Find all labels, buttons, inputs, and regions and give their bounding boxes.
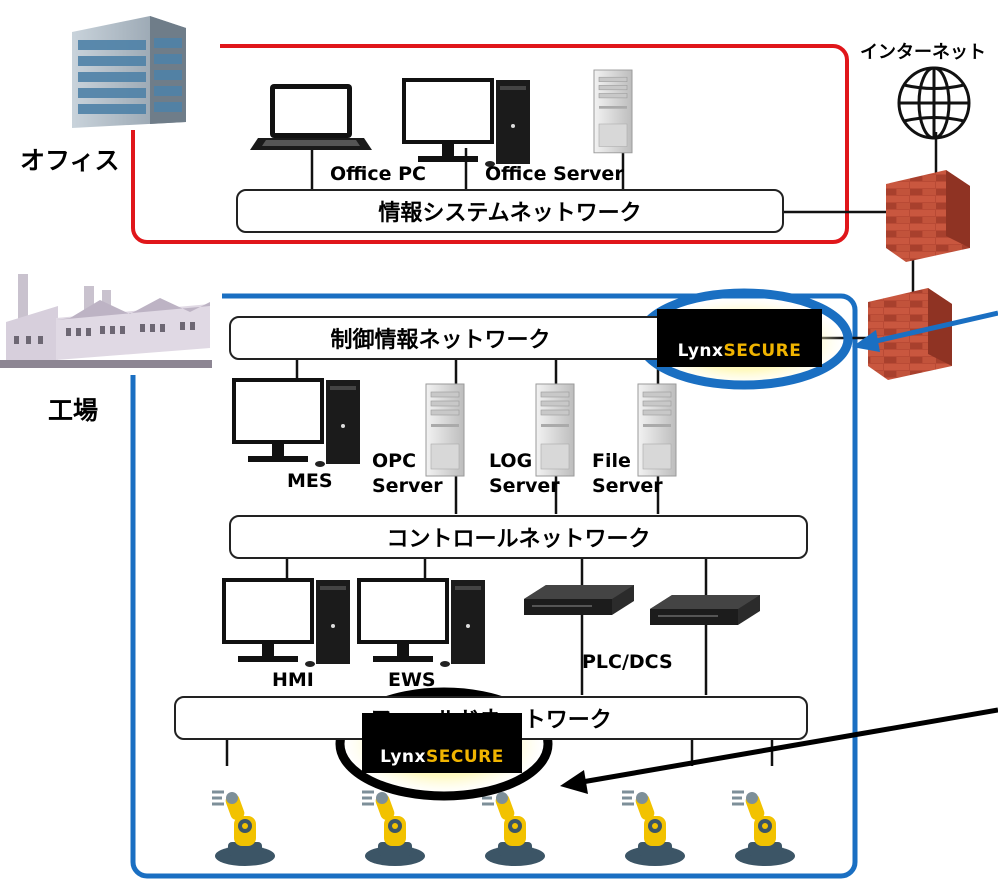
- zone-label-internet: インターネット: [860, 42, 986, 63]
- factory-zone-border: [130, 293, 858, 879]
- device-label-office-server: Office Server: [485, 163, 624, 185]
- server-tower-icon: [593, 69, 633, 154]
- device-label-ews: EWS: [388, 669, 436, 691]
- device-label-office-pc: Office PC: [330, 163, 426, 185]
- robot-arm-icon: [360, 790, 427, 868]
- factory-icon: [0, 274, 212, 368]
- callout-arrow-blue: [852, 310, 998, 352]
- brand-part2: SECURE: [425, 747, 504, 767]
- globe-icon: [897, 66, 971, 140]
- network-info-system: 情報システムネットワーク: [236, 189, 784, 233]
- network-label: 情報システムネットワーク: [378, 201, 642, 226]
- robot-arm-icon: [620, 790, 687, 868]
- brand-part1: Lynx: [677, 341, 724, 361]
- zone-label-office: オフィス: [20, 146, 120, 175]
- firewall-icon: [886, 170, 970, 262]
- device-label-mes: MES: [287, 470, 333, 492]
- robot-arm-icon: [480, 790, 547, 868]
- office-building-icon: [72, 16, 186, 128]
- plc-device-icon: [650, 595, 760, 625]
- device-label-file-server: File Server: [592, 450, 663, 497]
- brand-part1: Lynx: [380, 747, 426, 767]
- device-label-opc-server: OPC Server: [372, 450, 443, 497]
- network-control: コントロールネットワーク: [229, 515, 808, 559]
- callout-ellipse-black: [335, 687, 553, 801]
- brand-part2: SECURE: [723, 341, 802, 361]
- device-label-log-server: LOG Server: [489, 450, 560, 497]
- device-label-hmi: HMI: [272, 669, 314, 691]
- callout-arrow-black: [560, 707, 998, 794]
- robot-arm-icon: [210, 790, 277, 868]
- laptop-icon: [250, 84, 372, 150]
- desktop-pc-icon: [232, 378, 360, 467]
- desktop-pc-icon: [222, 578, 350, 667]
- robot-arm-icon: [730, 790, 797, 868]
- plc-device-icon: [524, 585, 634, 615]
- zone-label-factory: 工場: [48, 396, 99, 425]
- office-zone-border: [131, 44, 849, 244]
- desktop-pc-icon: [357, 578, 485, 667]
- device-label-plc-dcs: PLC/DCS: [582, 651, 673, 673]
- network-label: 制御情報ネットワーク: [330, 328, 551, 353]
- network-label: コントロールネットワーク: [386, 527, 651, 552]
